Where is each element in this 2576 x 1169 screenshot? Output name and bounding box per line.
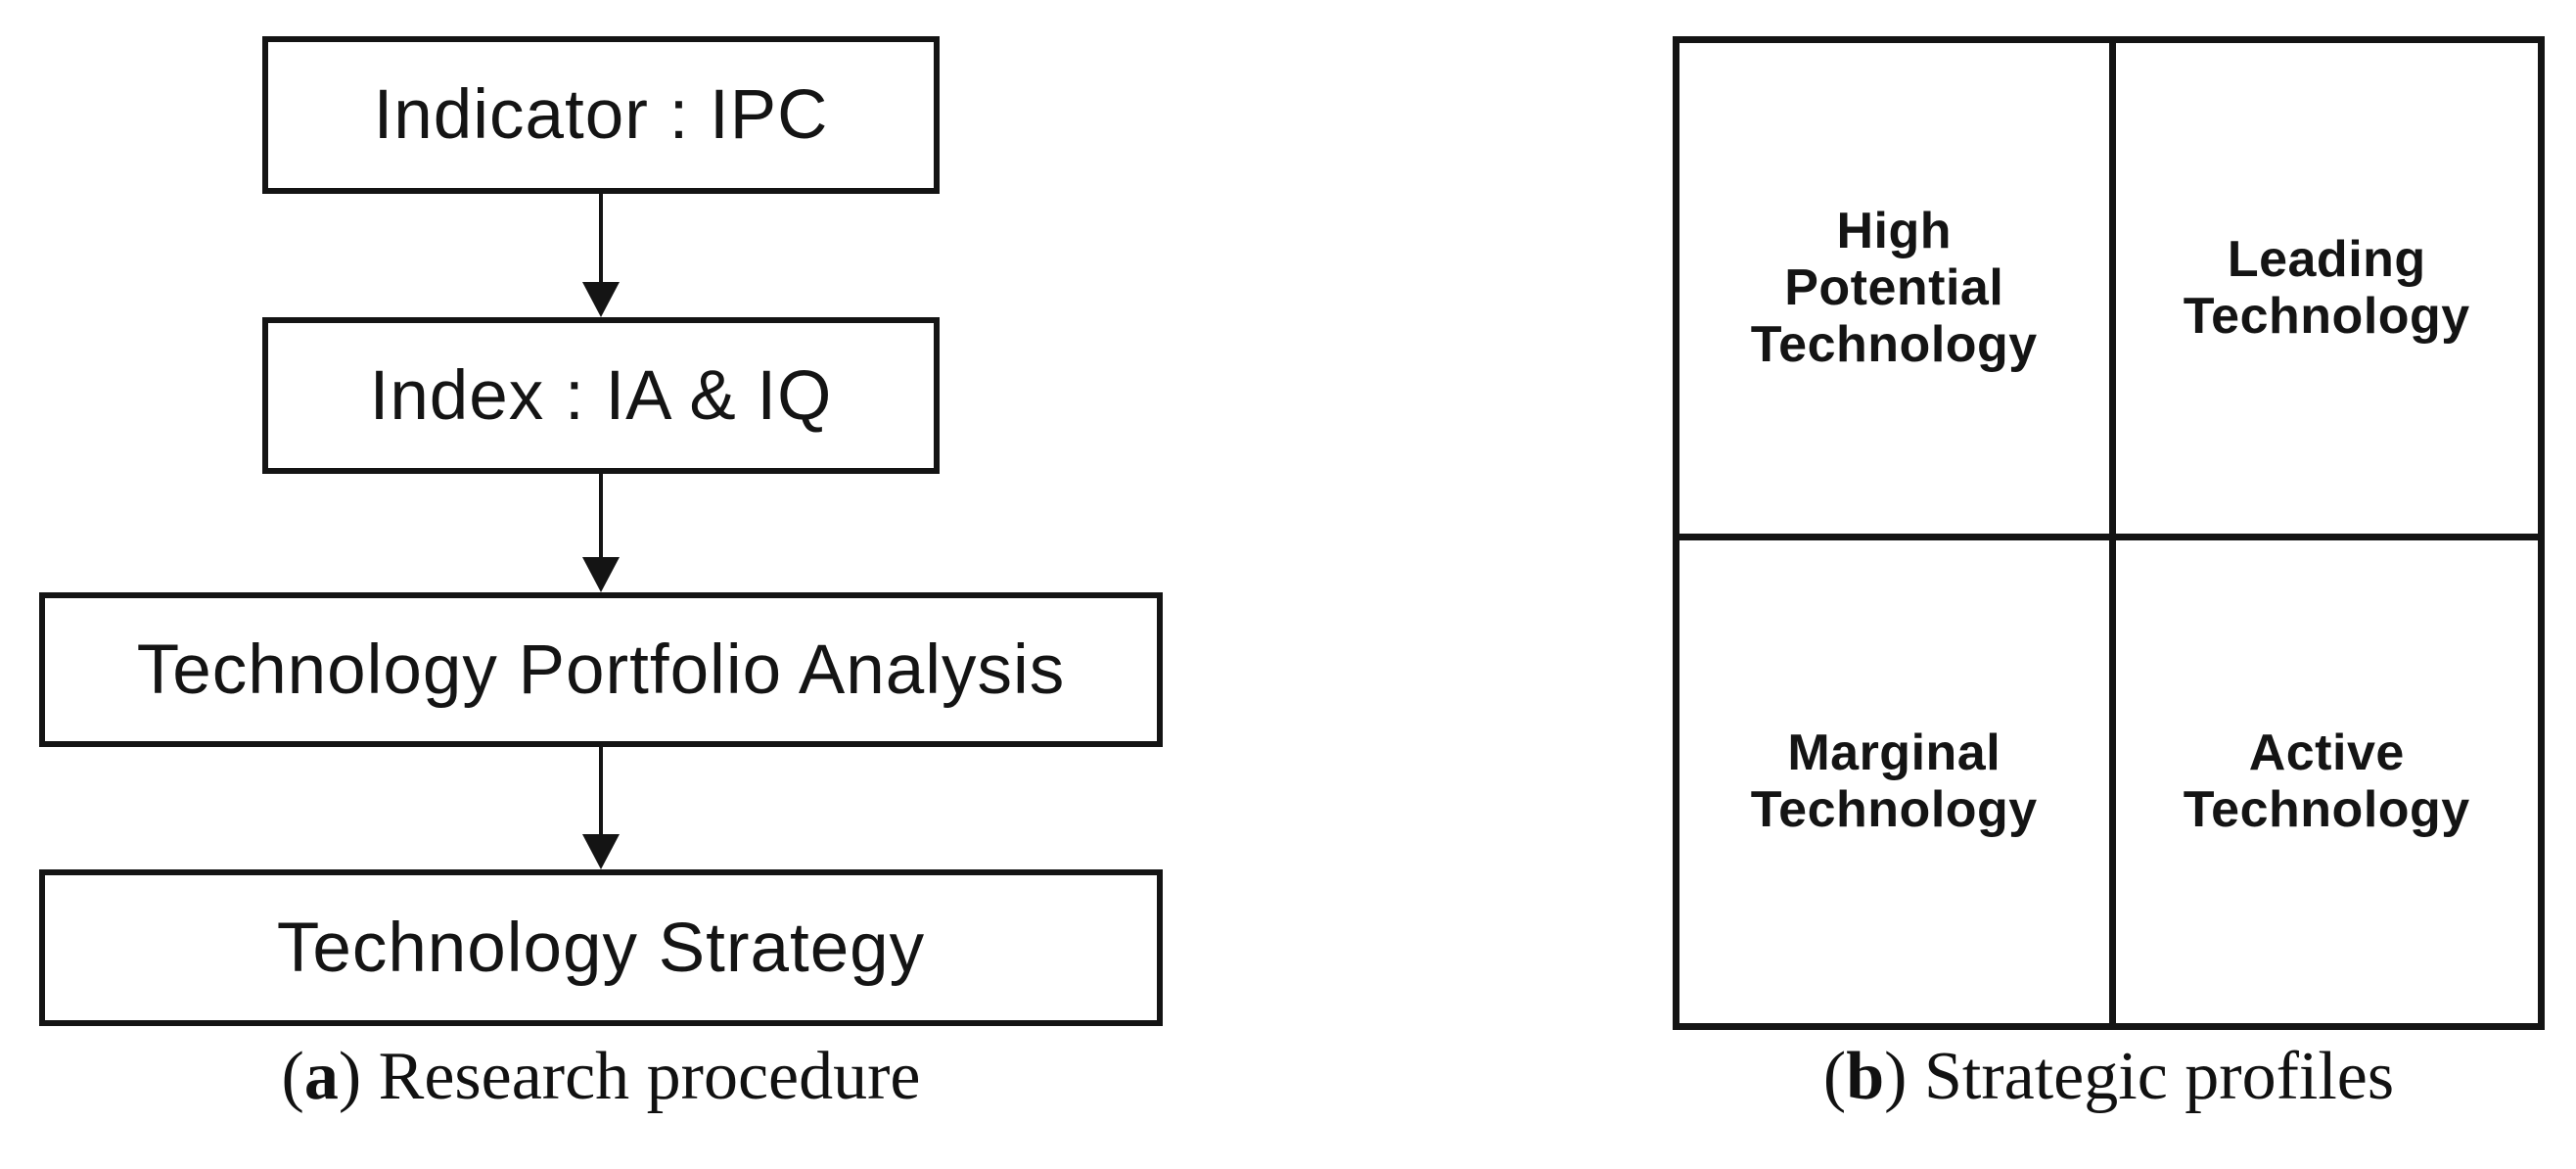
quadrant-high-potential-technology: High Potential Technology	[1679, 43, 2109, 534]
caption-b-letter: b	[1846, 1039, 1885, 1114]
arrow-line	[599, 747, 603, 840]
flow-step-indicator: Indicator : IPC	[262, 36, 940, 194]
flow-arrow-1	[581, 194, 621, 317]
flow-step-portfolio-analysis-label: Technology Portfolio Analysis	[136, 631, 1066, 709]
quadrant-marginal-technology: Marginal Technology	[1679, 533, 2109, 1024]
quadrant-marginal-label: Marginal Technology	[1750, 725, 2038, 839]
quadrant-high-potential-label: High Potential Technology	[1750, 202, 2038, 374]
flow-step-indicator-label: Indicator : IPC	[373, 76, 829, 154]
flow-arrow-2	[581, 474, 621, 592]
flow-step-strategy-label: Technology Strategy	[276, 909, 926, 987]
caption-b-open-paren: (	[1822, 1039, 1847, 1114]
flow-step-portfolio-analysis: Technology Portfolio Analysis	[39, 592, 1163, 747]
quadrant-active-technology: Active Technology	[2108, 533, 2538, 1023]
flow-step-index-label: Index : IA & IQ	[369, 356, 833, 435]
caption-b-text: ) Strategic profiles	[1884, 1039, 2395, 1114]
arrow-head-down-icon	[582, 557, 620, 592]
flow-arrow-3	[581, 747, 621, 869]
quadrant-active-label: Active Technology	[2183, 725, 2470, 839]
quadrant-leading-label: Leading Technology	[2183, 231, 2470, 346]
flow-step-index: Index : IA & IQ	[262, 317, 940, 474]
arrow-head-down-icon	[582, 834, 620, 869]
arrow-line	[599, 194, 603, 288]
arrow-line	[599, 474, 603, 563]
caption-a-letter: a	[303, 1039, 339, 1114]
caption-panel-a: (a) Research procedure	[0, 1036, 1202, 1153]
quadrant-leading-technology: Leading Technology	[2108, 43, 2539, 534]
flow-step-strategy: Technology Strategy	[39, 869, 1163, 1026]
caption-a-text: ) Research procedure	[338, 1039, 921, 1114]
quadrant-grid: High Potential Technology Leading Techno…	[1673, 36, 2545, 1030]
caption-a-open-paren: (	[281, 1039, 304, 1114]
caption-panel-b: (b) Strategic profiles	[1673, 1036, 2545, 1153]
arrow-head-down-icon	[582, 282, 620, 317]
